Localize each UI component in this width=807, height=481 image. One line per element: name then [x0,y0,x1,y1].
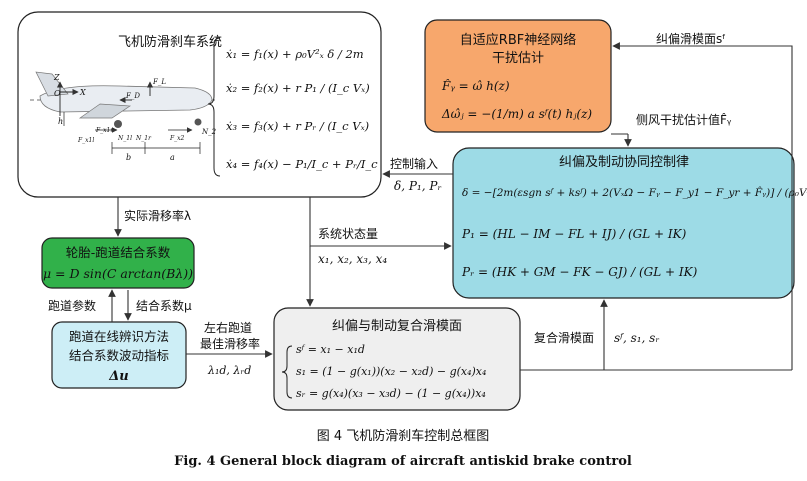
slip-box [273,307,521,411]
plant-block: 飞机防滑刹车系统 Z O X F_D F_L h F_x1l [17,11,382,198]
slip-block: 纠偏与制动复合滑模面 sᶠ = x₁ − x₁d s₁ = (1 − g(x₁)… [273,307,521,411]
label-runway-param: 跑道参数 [48,298,96,313]
tire-title: 轮胎-跑道结合系数 [66,245,171,260]
control-law-title: 纠偏及制动协同控制律 [559,155,689,170]
label-fx1r: F_x1r [95,127,114,134]
label-lambda-vars: λ₁d, λᵣd [207,364,251,377]
label-z: Z [53,73,60,82]
control-law-delta: δ = −[2m(εsgn sᶠ + ksᶠ) + 2(VₓΩ − Fᵧ − F… [462,186,807,199]
adaptive-eq1: F̂ᵧ = ω̂ h(z) [441,78,510,93]
plant-eq4: ẋ₄ = f₄(x) − P₁/I_c + Pᵣ/I_c [226,157,378,171]
slip-eq1: sᶠ = x₁ − x₁d [296,343,365,356]
ident-box [51,321,187,389]
adaptive-title-2: 干扰估计 [492,51,544,66]
label-fl: F_L [152,78,166,86]
adaptive-eq2: Δω̂ⱼ = −(1/m) a sᶠ(t) hⱼ(z) [441,107,592,121]
slip-eq2: s₁ = (1 − g(x₁))(x₂ − x₂d) − g(x₄)x₄ [296,365,486,378]
caption-en: Fig. 4 General block diagram of aircraft… [174,454,632,469]
label-composite-vars: sᶠ, s₁, sᵣ [614,331,660,345]
ident-block: 跑道在线辨识方法 结合系数波动指标 Δu [51,321,187,389]
ident-line3: Δu [108,369,129,384]
slip-brace [281,345,293,399]
ident-line2: 结合系数波动指标 [69,348,169,363]
label-fd: F_D [125,92,140,100]
slip-eq3: sᵣ = g(x₄)(x₃ − x₃d) − (1 − g(x₄))x₄ [296,387,486,400]
label-n1r: N_1r [135,135,152,142]
aircraft-sketch [30,71,215,154]
tire-block: 轮胎-跑道结合系数 μ = D sin(C arctan(Bλ)) [41,237,195,289]
label-state: 系统状态量 [318,227,378,241]
plant-eq2: ẋ₂ = f₂(x) + r P₁ / (I_c Vₓ) [226,81,370,95]
adaptive-block: 自适应RBF神经网络 干扰估计 F̂ᵧ = ω̂ h(z) Δω̂ⱼ = −(1… [424,19,612,133]
label-lateral-estimate: 侧风干扰估计值F̂ᵧ [636,112,732,127]
label-coef: 结合系数μ [136,298,192,313]
label-control-vars: δ, P₁, Pᵣ [394,179,442,193]
label-fx1l: F_x1l [77,137,94,144]
label-composite: 复合滑模面 [534,330,594,345]
tire-formula: μ = D sin(C arctan(Bλ)) [43,266,193,281]
label-h: h [58,117,63,126]
label-a: a [170,153,175,162]
tire-box [41,237,195,289]
label-o: O [54,89,61,98]
label-x: X [79,88,86,97]
plant-title: 飞机防滑刹车系统 [118,34,222,50]
label-state-vars: x₁, x₂, x₃, x₄ [318,252,387,266]
arrow-deviation-slip [612,42,793,370]
ident-line1: 跑道在线辨识方法 [69,329,169,344]
adaptive-box [424,19,612,133]
slip-title: 纠偏与制动复合滑模面 [332,319,462,334]
adaptive-title-1: 自适应RBF神经网络 [460,32,576,48]
label-deviation-slip: 纠偏滑模面sᶠ [656,31,726,46]
plant-brace [207,37,221,177]
control-law-pl: P₁ = (HL − IM − FL + IJ) / (GL + IK) [461,227,687,241]
plant-eq1: ẋ₁ = f₁(x) + ρ₀V²ₓ δ / 2m [226,47,364,61]
plant-eq3: ẋ₃ = f₃(x) + r Pᵣ / (I_c Vₓ) [226,119,369,133]
control-law-block: 纠偏及制动协同控制律 δ = −[2m(εsgn sᶠ + ksᶠ) + 2(V… [452,147,807,299]
label-control-input: 控制输入 [390,156,438,171]
label-best-slip-1: 左右跑道 [204,320,252,335]
label-n1l: N_1l [117,135,132,142]
label-b: b [126,153,131,162]
label-n2: N_2 [201,128,217,136]
control-law-box [452,147,795,299]
control-law-pr: Pᵣ = (HK + GM − FK − GJ) / (GL + IK) [461,265,698,279]
label-fx2: F_x2 [169,135,185,142]
label-actual-slip: 实际滑移率λ [124,208,191,223]
caption-cn: 图 4 飞机防滑刹车控制总框图 [317,428,490,444]
connectors [108,42,793,371]
label-best-slip-2: 最佳滑移率 [200,336,260,351]
